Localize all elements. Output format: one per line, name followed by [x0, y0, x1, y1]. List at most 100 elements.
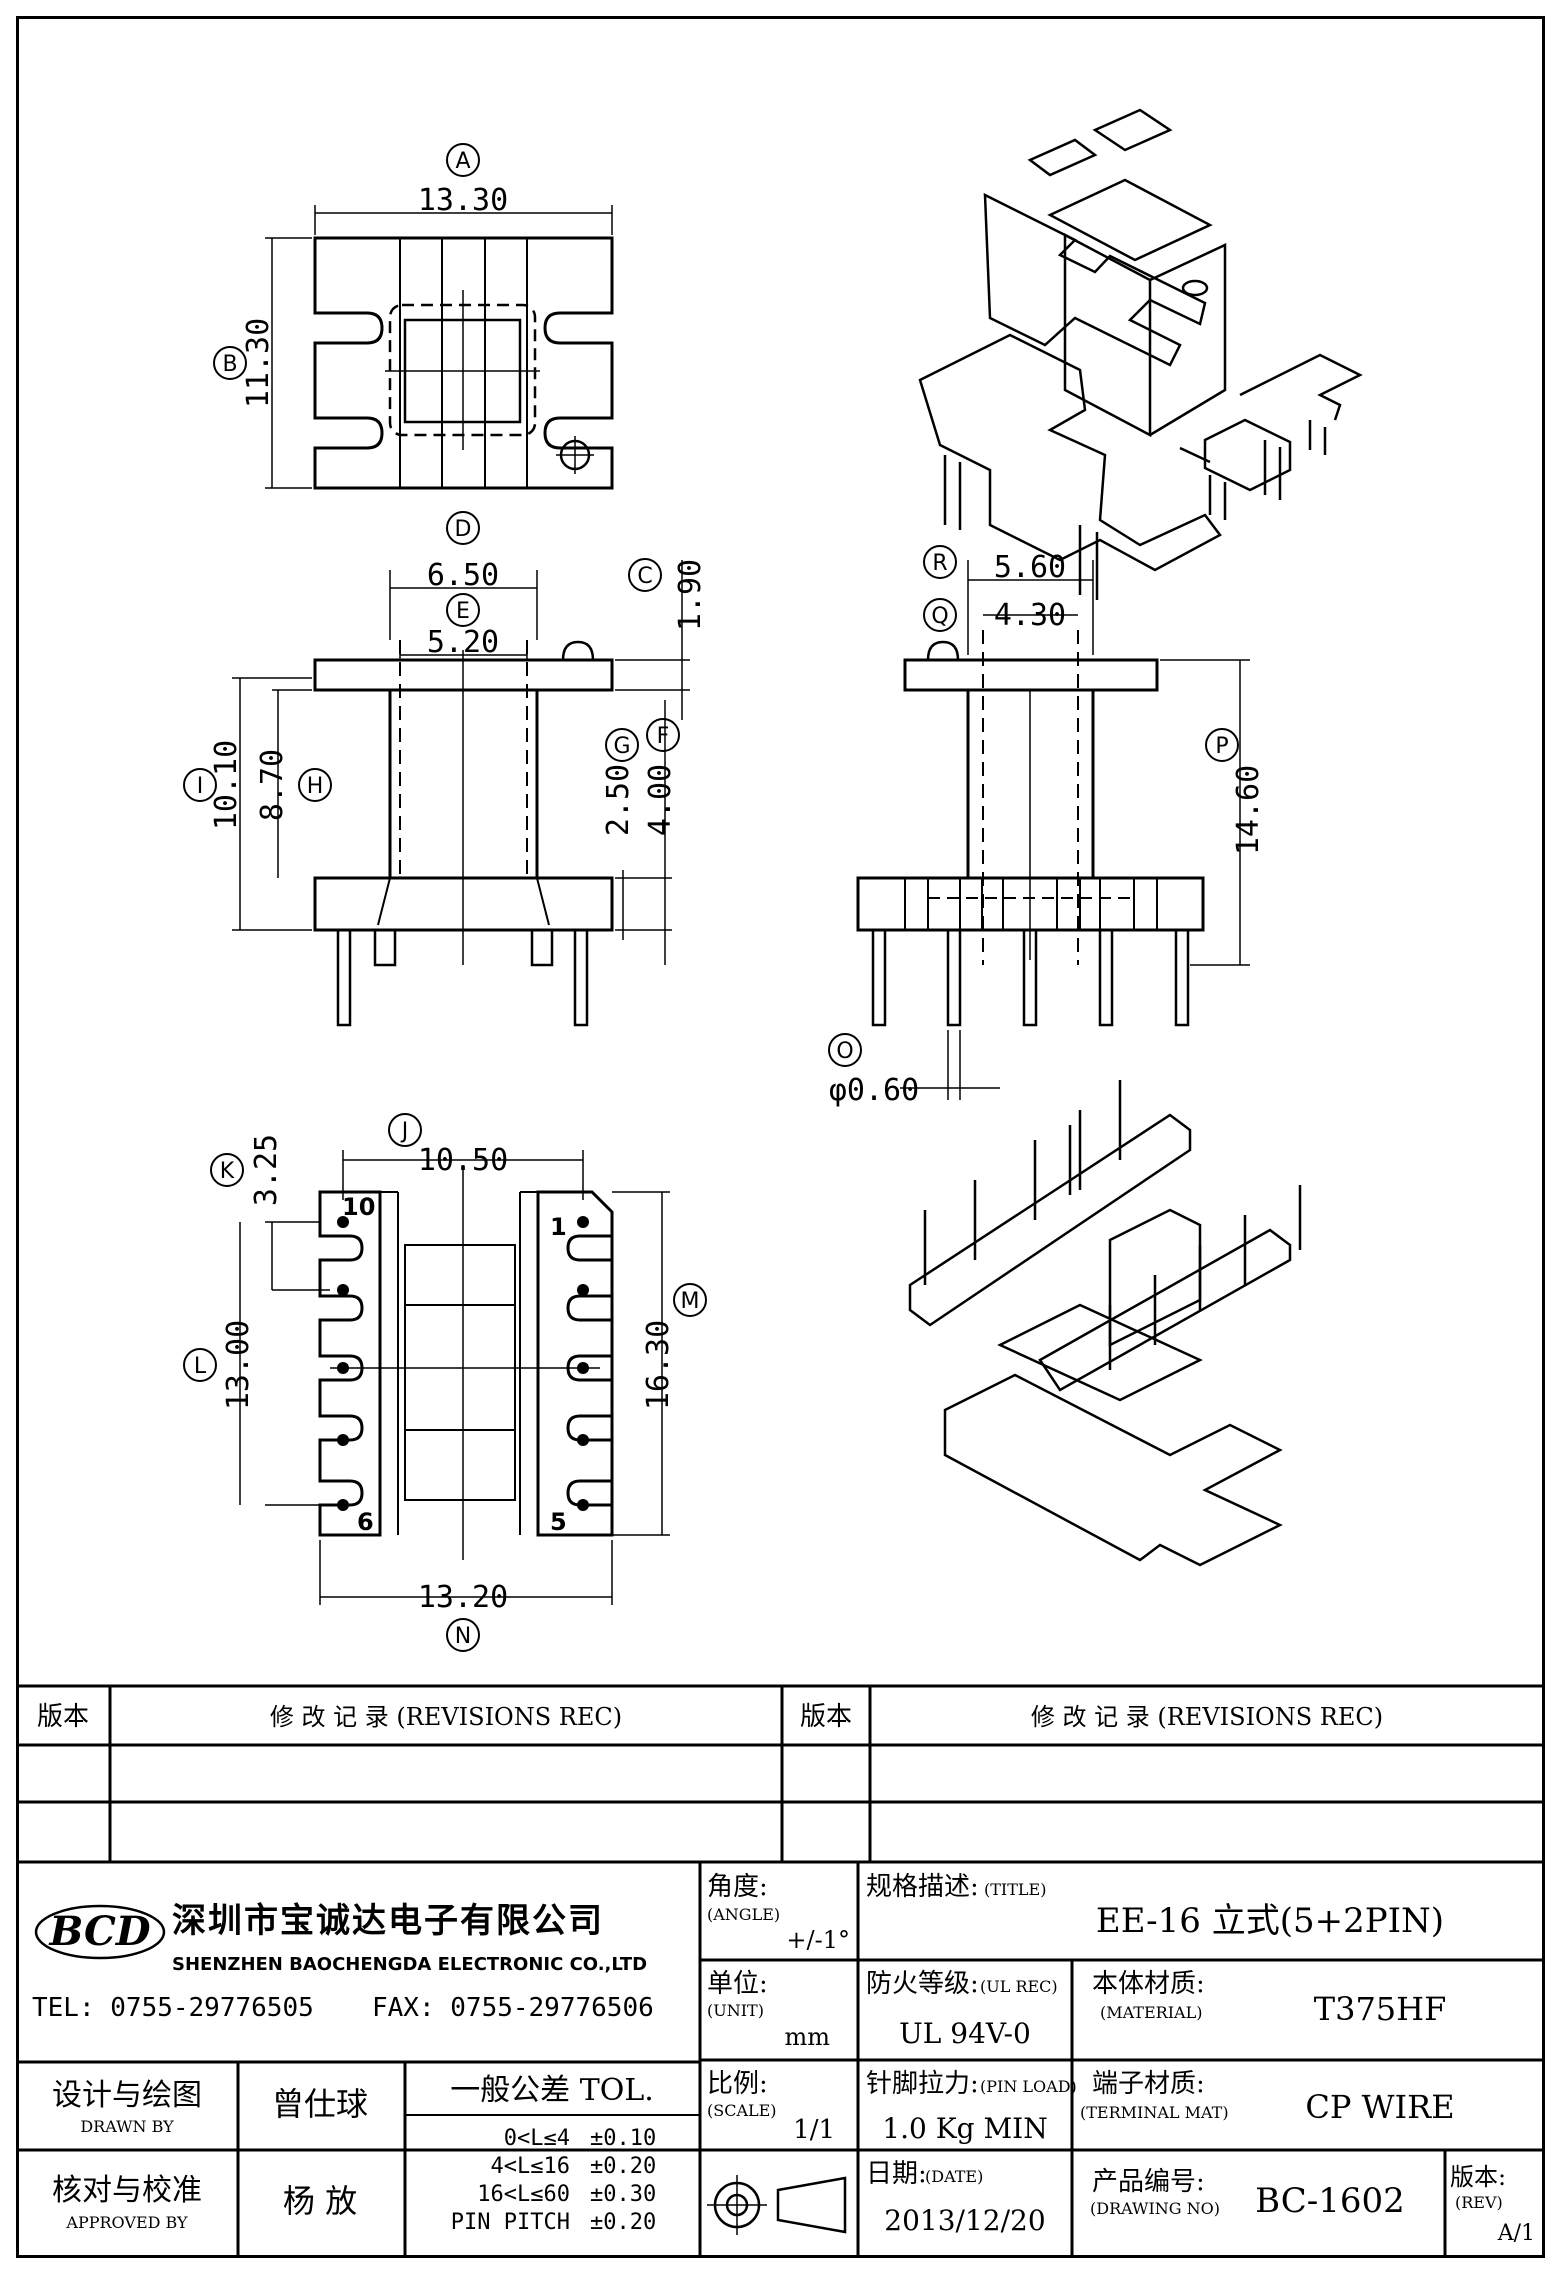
marker-label-F: F [657, 724, 670, 749]
tol-range-3: PIN PITCH [451, 2210, 570, 2235]
company-name-cn: 深圳市宝诚达电子有限公司 [172, 1901, 604, 1941]
approved-name: 杨 放 [283, 2182, 357, 2220]
title-label: 规格描述: [866, 1872, 979, 1902]
marker-circle-A [446, 143, 480, 177]
angle-value: +/-1° [786, 1926, 850, 1954]
dim-M: 16.30 [641, 1320, 676, 1410]
isometric-view-bottom [908, 1080, 1302, 1567]
bottom-view [239, 1150, 670, 1605]
date-value: 2013/12/20 [884, 2204, 1045, 2237]
drawno-label: 产品编号: [1092, 2167, 1205, 2197]
pin-label-5: 5 [550, 1508, 567, 1536]
tol-range-1: 4<L≤16 [491, 2154, 570, 2179]
approved-sub: APPROVED BY [65, 2213, 188, 2232]
marker-label-B: B [222, 352, 237, 377]
marker-label-A: A [455, 149, 470, 174]
dim-L: 13.00 [221, 1320, 256, 1410]
projection-symbol-icon [707, 2175, 847, 2235]
marker-label-N: N [455, 1624, 471, 1649]
dim-P: 14.60 [1231, 765, 1266, 855]
dim-F: 4.00 [643, 764, 678, 836]
ul-sub: (UL REC) [980, 1977, 1058, 1996]
side-view [856, 560, 1250, 1100]
marker-label-P: P [1215, 734, 1228, 759]
dim-R: 5.60 [994, 550, 1066, 585]
tol-title: 一般公差 TOL. [450, 2073, 654, 2108]
ul-value: UL 94V-0 [899, 2017, 1031, 2050]
marker-label-D: D [455, 517, 472, 542]
marker-circle-R [923, 545, 957, 579]
marker-label-M: M [681, 1289, 700, 1314]
marker-circle-D [446, 511, 480, 545]
marker-label-R: R [932, 551, 947, 576]
unit-label: 单位: [707, 1969, 768, 1999]
marker-circle-C [628, 558, 662, 592]
marker-label-L: L [194, 1354, 207, 1379]
marker-circle-O [828, 1033, 862, 1067]
title-block-grid [16, 1684, 1545, 2258]
terminal-sub: (TERMINAL MAT) [1080, 2103, 1229, 2122]
rev-col-record-left: 修 改 记 录 (REVISIONS REC) [270, 1703, 622, 1731]
marker-circle-B [213, 346, 247, 380]
dim-J: 10.50 [418, 1143, 508, 1178]
rev-col-record-right: 修 改 记 录 (REVISIONS REC) [1031, 1703, 1383, 1731]
rev-sub: (REV) [1455, 2193, 1503, 2212]
dim-N: 13.20 [418, 1580, 508, 1615]
drawn-sub: DRAWN BY [80, 2117, 174, 2136]
company-tel: TEL: 0755-29776505 [32, 1993, 314, 2023]
dim-Q: 4.30 [994, 598, 1066, 633]
tol-val-1: ±0.20 [590, 2154, 656, 2179]
scale-sub: (SCALE) [707, 2101, 777, 2120]
date-sub: (DATE) [925, 2167, 983, 2186]
dim-K: 3.25 [249, 1134, 284, 1206]
tol-range-0: 0<L≤4 [504, 2126, 570, 2151]
scale-value: 1/1 [793, 2115, 835, 2145]
dim-A: 13.30 [418, 183, 508, 218]
marker-label-H: H [307, 774, 324, 799]
date-label: 日期: [866, 2159, 927, 2189]
tol-val-3: ±0.20 [590, 2210, 656, 2235]
marker-circle-G [605, 728, 639, 762]
marker-circle-J [388, 1113, 422, 1147]
svg-text:BCD: BCD [48, 1908, 150, 1955]
marker-label-I: I [197, 774, 204, 799]
marker-label-O: O [836, 1039, 853, 1064]
marker-label-E: E [456, 599, 470, 624]
marker-label-Q: Q [931, 604, 948, 629]
dim-E: 5.20 [427, 625, 499, 660]
marker-label-C: C [637, 564, 652, 589]
marker-circle-I [183, 768, 217, 802]
pin-label-10: 10 [342, 1193, 375, 1221]
top-view [265, 205, 614, 490]
dim-H: 8.70 [255, 749, 290, 821]
ul-label: 防火等级: [866, 1969, 979, 1999]
isometric-view-top [918, 108, 1363, 600]
marker-circle-H [298, 768, 332, 802]
scale-label: 比例: [707, 2069, 768, 2099]
tol-range-2: 16<L≤60 [477, 2182, 570, 2207]
tol-val-0: ±0.10 [590, 2126, 656, 2151]
unit-value: mm [784, 2023, 830, 2051]
dim-C: 1.90 [673, 559, 708, 631]
marker-label-J: J [400, 1119, 409, 1144]
drawno-value: BC-1602 [1255, 2181, 1405, 2221]
rev-value: A/1 [1497, 2221, 1535, 2246]
marker-circle-P [1205, 728, 1239, 762]
marker-circle-K [210, 1153, 244, 1187]
dim-I: 10.10 [209, 740, 244, 830]
approved-label: 核对与校准 [52, 2173, 202, 2208]
marker-circle-N [446, 1618, 480, 1652]
pin-label-6: 6 [357, 1508, 374, 1536]
drawn-name: 曾仕球 [272, 2085, 368, 2123]
terminal-value: CP WIRE [1305, 2088, 1454, 2126]
unit-sub: (UNIT) [707, 2001, 764, 2020]
dim-G: 2.50 [601, 764, 636, 836]
marker-circle-L [183, 1348, 217, 1382]
rev-col-version-left: 版本 [37, 1702, 89, 1732]
title-sub: (TITLE) [984, 1880, 1046, 1899]
marker-circle-F [646, 718, 680, 752]
pin-label-1: 1 [550, 1213, 567, 1241]
front-view [232, 560, 690, 1027]
marker-label-G: G [613, 734, 630, 759]
